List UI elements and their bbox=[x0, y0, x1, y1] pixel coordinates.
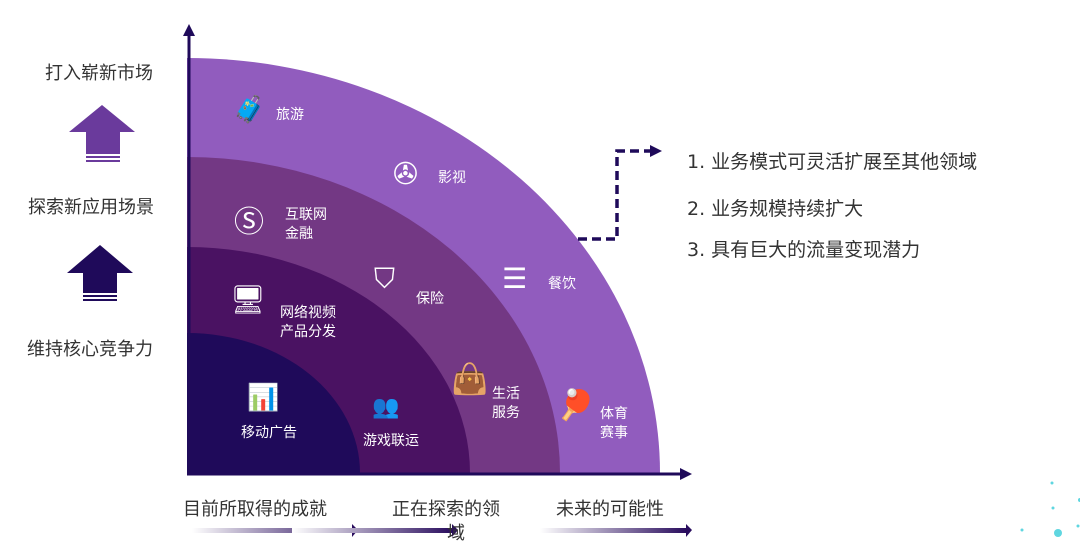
decorative-dots bbox=[1020, 481, 1080, 537]
label-explore-new-scenarios: 探索新应用场景 bbox=[28, 197, 154, 218]
x-axis-arrowhead bbox=[680, 468, 692, 480]
people-group-icon: 👥 bbox=[372, 395, 400, 420]
computer-icon: 🖥 bbox=[230, 283, 266, 316]
dollar-coin-icon: Ⓢ bbox=[234, 205, 264, 240]
label-maintain-core-competitiveness: 维持核心竞争力 bbox=[27, 339, 153, 360]
label-future: 未来的可能性 bbox=[556, 499, 664, 520]
band-core bbox=[187, 333, 360, 473]
label-enter-new-market: 打入崭新市场 bbox=[45, 63, 153, 84]
bottom-arrow-future bbox=[540, 524, 692, 537]
item-internet-finance: 互联网金融 bbox=[285, 207, 327, 242]
bottom-arrow-exploring bbox=[292, 524, 458, 537]
point-3: 3. 具有巨大的流量变现潜力 bbox=[687, 239, 921, 261]
item-life-services: 生活服务 bbox=[492, 386, 520, 421]
point-2: 2. 业务规模持续扩大 bbox=[687, 198, 864, 220]
luggage-cart-icon: 🧳 bbox=[233, 95, 266, 125]
dashed-connector bbox=[578, 149, 650, 241]
billboard-chart-icon: 📊 bbox=[247, 383, 280, 413]
label-exploring-cont: 域 bbox=[447, 523, 465, 544]
ping-pong-icon: 🏓 bbox=[557, 388, 595, 423]
label-achieved: 目前所取得的成就 bbox=[183, 499, 327, 520]
item-video-distribution: 网络视频产品分发 bbox=[280, 305, 336, 340]
shield-check-icon: ⛉ bbox=[374, 262, 396, 295]
item-sports: 体育赛事 bbox=[600, 406, 628, 441]
item-dining: 餐饮 bbox=[548, 276, 576, 292]
up-arrow-bottom bbox=[67, 245, 133, 301]
connector-arrowhead bbox=[650, 145, 662, 157]
item-mobile-ads: 移动广告 bbox=[241, 425, 297, 441]
item-insurance: 保险 bbox=[416, 291, 444, 307]
item-travel: 旅游 bbox=[276, 107, 304, 123]
burger-icon: ☰ bbox=[502, 262, 528, 295]
y-axis-arrowhead bbox=[183, 24, 195, 36]
item-film: 影视 bbox=[438, 170, 466, 186]
up-arrow-top bbox=[69, 105, 135, 162]
point-1: 1. 业务模式可灵活扩展至其他领域 bbox=[687, 151, 978, 173]
label-exploring: 正在探索的领 bbox=[392, 499, 500, 520]
shopping-bag-icon: 👜 bbox=[451, 362, 489, 397]
item-game-operations: 游戏联运 bbox=[363, 433, 419, 449]
film-reel-icon: ✇ bbox=[393, 157, 419, 192]
